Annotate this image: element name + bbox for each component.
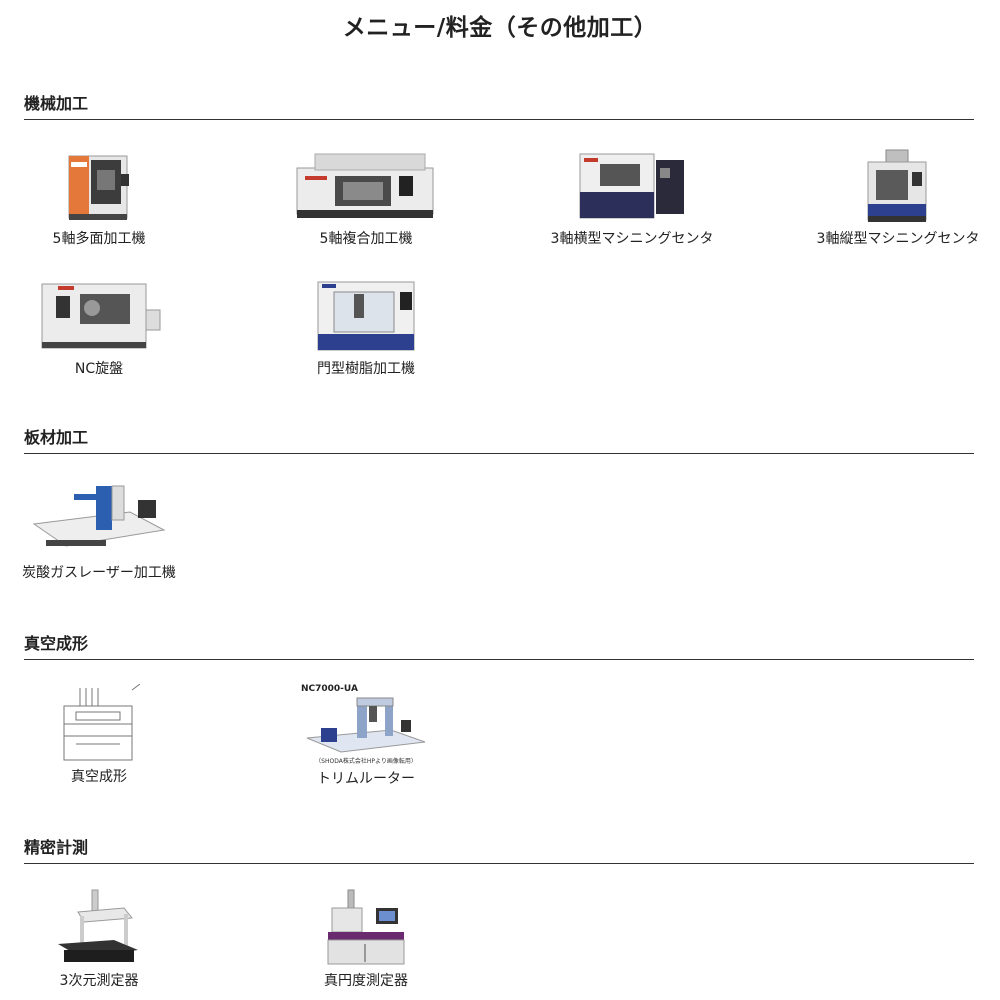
section-divider: [24, 453, 974, 454]
trim-router-image[interactable]: [301, 694, 431, 758]
roundness-tester-image[interactable]: [324, 888, 408, 968]
machine-caption: 炭酸ガスレーザー加工機: [22, 565, 176, 581]
machine-card-3axis-vertical[interactable]: 3軸縦型マシニングセンタ: [808, 146, 988, 248]
section-title-measurement: 精密計測: [24, 838, 89, 857]
machine-card-5axis-multitask[interactable]: 5軸複合加工機: [276, 146, 456, 248]
machine-card-trim-router[interactable]: NC7000-UA （SHODA株式会社HPより画像転用） トリムルーター: [276, 684, 456, 788]
machine-card-cmm[interactable]: 3次元測定器: [9, 888, 189, 990]
section-divider: [24, 863, 974, 864]
model-label: NC7000-UA: [301, 684, 358, 694]
machine-card-5axis-multiface[interactable]: 5軸多面加工機: [9, 146, 189, 248]
page-title: メニュー/料金（その他加工）: [342, 15, 658, 41]
section-title-sheet: 板材加工: [24, 428, 89, 447]
machine-caption: トリムルーター: [317, 771, 415, 787]
machine-card-vacuum-forming[interactable]: 真空成形: [9, 684, 189, 786]
section-divider: [24, 659, 974, 660]
machine-card-roundness[interactable]: 真円度測定器: [276, 888, 456, 990]
vacuum-forming-diagram[interactable]: [56, 684, 142, 764]
machine-card-co2-laser[interactable]: 炭酸ガスレーザー加工機: [9, 480, 189, 582]
section-title-machining: 機械加工: [24, 94, 89, 113]
machine-caption: NC旋盤: [74, 361, 124, 377]
trim-router-figure: NC7000-UA （SHODA株式会社HPより画像転用）: [291, 684, 441, 766]
cmm-image[interactable]: [54, 888, 144, 968]
machine-caption: 3次元測定器: [59, 973, 139, 989]
machine-caption: 真空成形: [71, 769, 127, 785]
horizontal-machining-image[interactable]: [574, 146, 690, 226]
nc-lathe-image[interactable]: [36, 276, 162, 356]
co2-laser-image[interactable]: [26, 480, 172, 560]
machine-card-3axis-horizontal[interactable]: 3軸横型マシニングセンタ: [542, 146, 722, 248]
machine-caption: 3軸縦型マシニングセンタ: [816, 231, 980, 247]
section-divider: [24, 119, 974, 120]
section-title-vacuum: 真空成形: [24, 634, 89, 653]
machine-card-nc-lathe[interactable]: NC旋盤: [9, 276, 189, 378]
multitasking-machine-image[interactable]: [291, 146, 441, 226]
vertical-machining-image[interactable]: [862, 146, 934, 226]
machine-caption: 真円度測定器: [324, 973, 408, 989]
image-credit-note: （SHODA株式会社HPより画像転用）: [315, 758, 417, 765]
machining-center-image[interactable]: [59, 146, 139, 226]
machine-caption: 3軸横型マシニングセンタ: [550, 231, 714, 247]
machine-card-gantry-resin[interactable]: 門型樹脂加工機: [276, 276, 456, 378]
machine-caption: 5軸複合加工機: [319, 231, 413, 247]
machine-caption: 門型樹脂加工機: [317, 361, 415, 377]
gantry-resin-image[interactable]: [314, 276, 418, 356]
machine-caption: 5軸多面加工機: [52, 231, 146, 247]
